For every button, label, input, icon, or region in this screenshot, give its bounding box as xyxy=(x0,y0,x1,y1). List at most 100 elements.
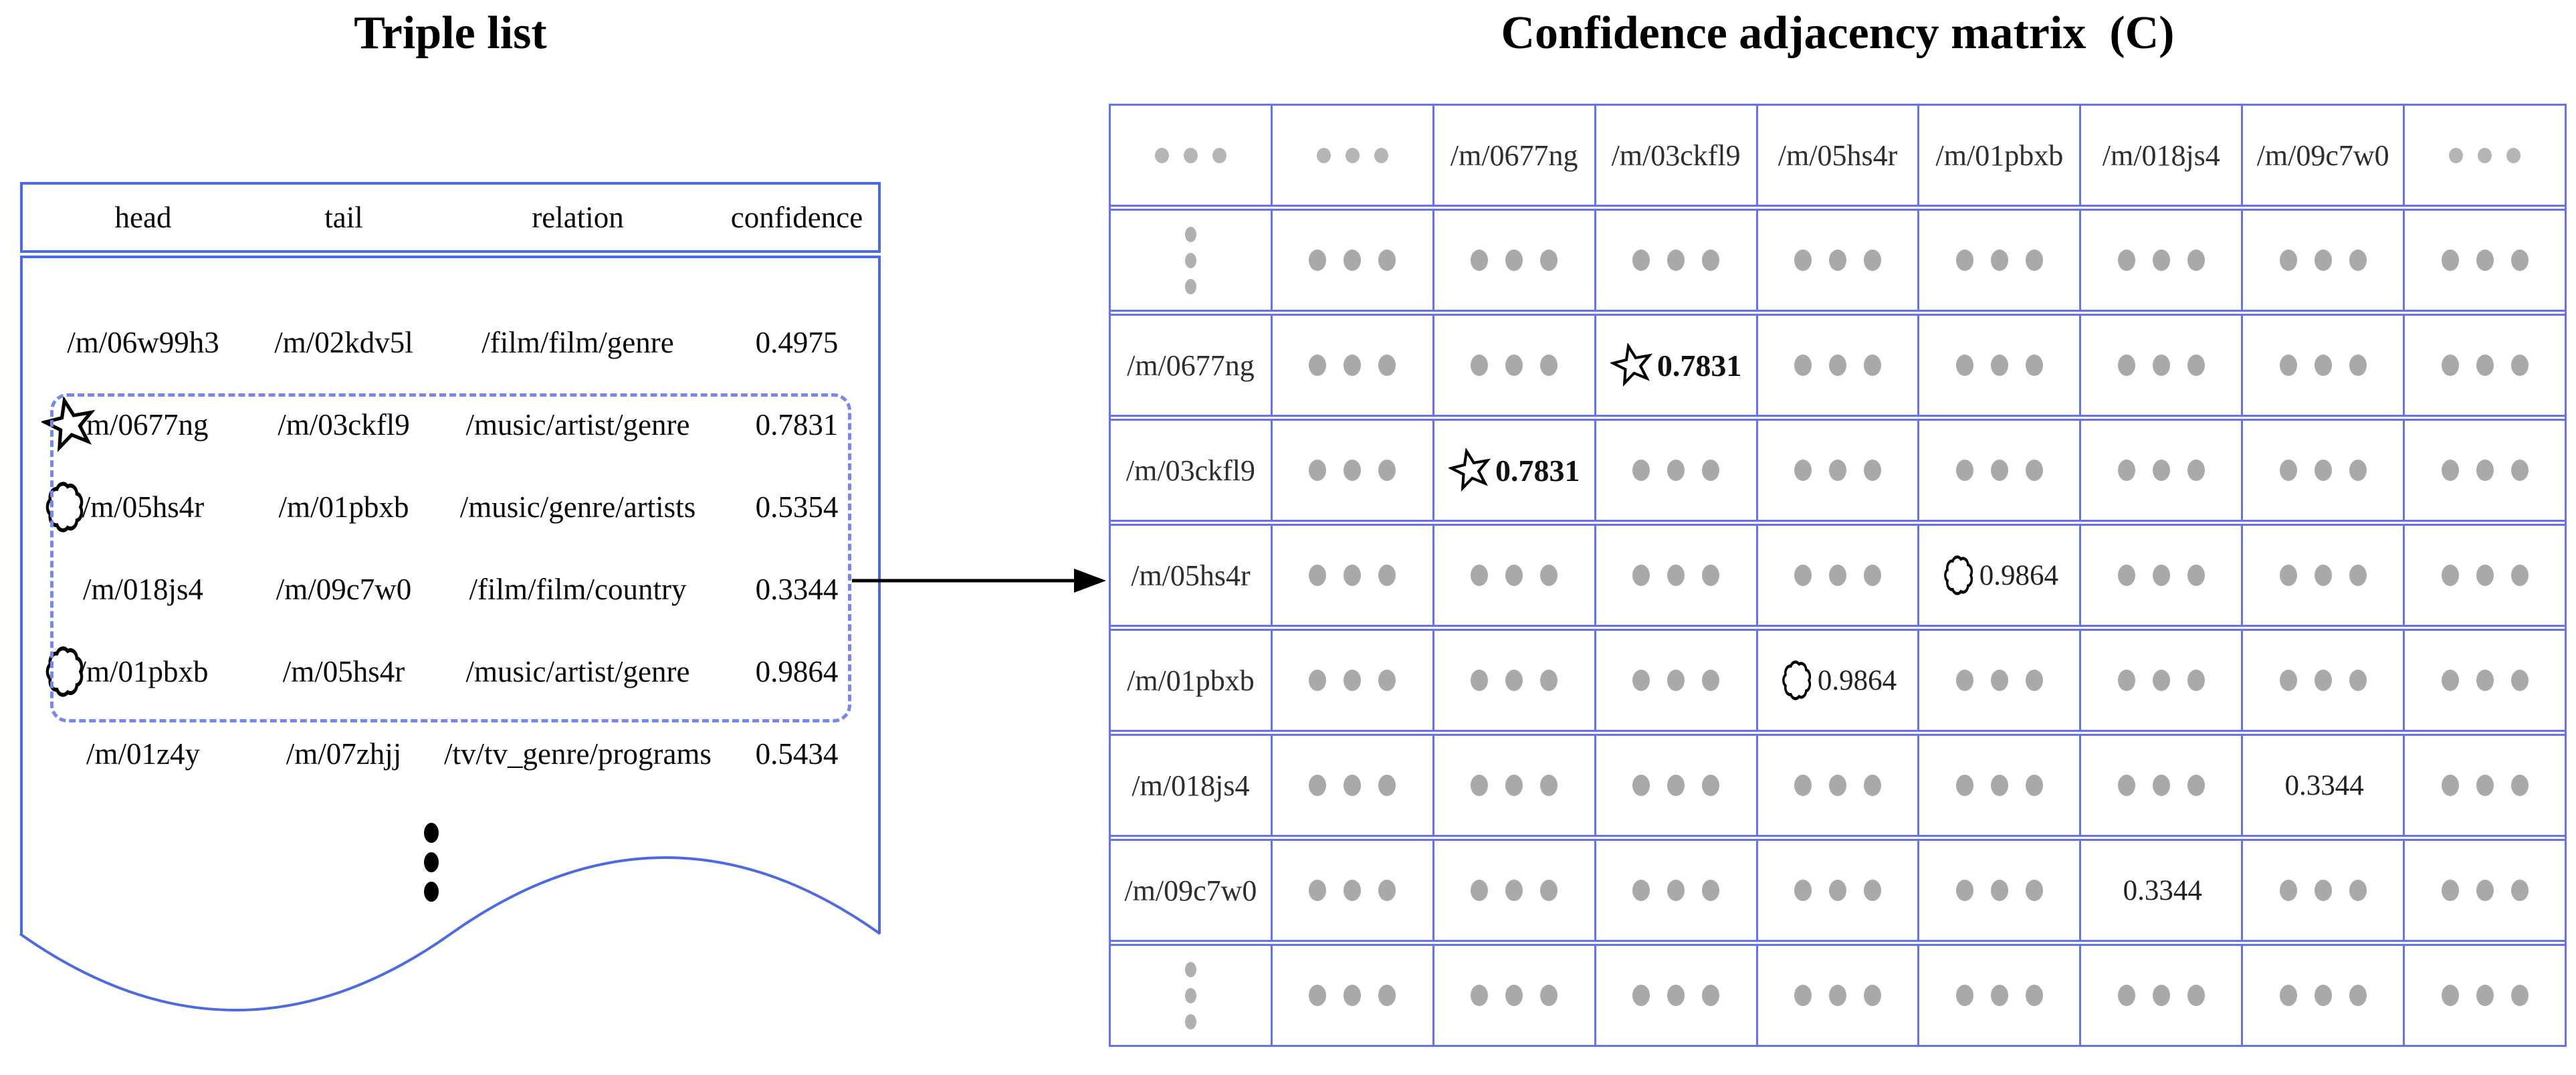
ellipsis-dots-icon xyxy=(2117,670,2205,691)
triple-head: /m/05hs4r xyxy=(82,490,205,524)
confidence-value: 0.9864 xyxy=(1817,664,1897,696)
vertical-ellipsis-icon xyxy=(1184,226,1196,294)
triple-relation: /music/artist/genre xyxy=(465,407,690,442)
ellipsis-dots-icon xyxy=(1955,985,2043,1006)
triple-relation: /music/genre/artists xyxy=(459,490,696,524)
triple-list-header: head tail relation confidence xyxy=(20,182,881,253)
matrix-cell xyxy=(1270,946,1432,1045)
triple-relation: /film/film/country xyxy=(469,572,687,606)
ellipsis-dots-icon xyxy=(1471,775,1558,796)
matrix-cell xyxy=(2403,736,2565,835)
triple-tail: /m/07zhjj xyxy=(286,737,402,771)
matrix-cell xyxy=(1432,736,1594,835)
ellipsis-dots-icon xyxy=(1632,775,1720,796)
matrix-cell xyxy=(1270,631,1432,730)
ellipsis-dots-icon xyxy=(1794,355,1881,376)
matrix-row: /m/05hs4r 0.9864 xyxy=(1111,524,2565,627)
triple-tail: /m/03ckfl9 xyxy=(278,407,410,442)
ellipsis-dots-icon xyxy=(2117,985,2205,1006)
matrix-value-cell: 0.3344 xyxy=(2079,841,2241,940)
matrix-value-cell: 0.9864 xyxy=(1917,526,2079,625)
matrix-cell xyxy=(1755,421,1918,520)
matrix-cell xyxy=(1432,211,1594,310)
triple-relation: /tv/tv_genre/programs xyxy=(444,737,712,771)
matrix-cell xyxy=(1432,631,1594,730)
column-header-relation: relation xyxy=(532,201,624,234)
triple-head: /m/0677ng xyxy=(78,407,209,442)
ellipsis-dots-icon xyxy=(1309,355,1396,376)
triple-confidence: 0.7831 xyxy=(755,407,839,442)
triple-tail: /m/05hs4r xyxy=(282,654,405,688)
matrix-cell xyxy=(2403,946,2565,1045)
matrix-cell xyxy=(2079,526,2241,625)
triple-tail: /m/09c7w0 xyxy=(276,572,412,606)
ellipsis-dots-icon xyxy=(2441,565,2529,586)
matrix-cell xyxy=(1270,421,1432,520)
ellipsis-dots-icon xyxy=(2441,880,2529,901)
matrix-cell xyxy=(1917,631,2079,730)
matrix-row-header: /m/018js4 xyxy=(1132,769,1250,802)
star-icon xyxy=(41,396,98,453)
matrix-cell xyxy=(2079,631,2241,730)
triple-list-title: Triple list xyxy=(354,7,547,59)
matrix-row-header: /m/03ckfl9 xyxy=(1125,454,1255,487)
matrix-cell xyxy=(1270,841,1432,940)
matrix-cell xyxy=(2079,211,2241,310)
matrix-cell xyxy=(2241,316,2403,415)
ellipsis-dots-icon xyxy=(1794,985,1881,1006)
triple-confidence: 0.5354 xyxy=(755,490,839,524)
matrix-cell xyxy=(1917,841,2079,940)
triple-row: /m/0677ng/m/03ckfl9/music/artist/genre 0.… xyxy=(36,383,878,466)
matrix-cell xyxy=(1594,211,1756,310)
ellipsis-dots-icon xyxy=(1955,355,2043,376)
matrix-cell xyxy=(2403,841,2565,940)
matrix-row-header: /m/01pbxb xyxy=(1127,664,1255,697)
matrix-cell xyxy=(1432,946,1594,1045)
ellipsis-dots-icon xyxy=(2449,147,2521,163)
matrix-cell xyxy=(1594,841,1756,940)
ellipsis-dots-icon xyxy=(2279,985,2367,1006)
ellipsis-dots-icon xyxy=(1471,355,1558,376)
cloud-icon xyxy=(1779,656,1815,705)
triple-tail: /m/01pbxb xyxy=(278,490,409,524)
ellipsis-dots-icon xyxy=(1471,880,1558,901)
ellipsis-dots-icon xyxy=(2441,775,2529,796)
triple-head: /m/018js4 xyxy=(82,572,204,606)
matrix-cell xyxy=(1594,421,1756,520)
confidence-value: 0.3344 xyxy=(2123,874,2202,906)
matrix-cell xyxy=(1755,841,1918,940)
matrix-cell xyxy=(2403,211,2565,310)
matrix-cell xyxy=(2079,316,2241,415)
ellipsis-dots-icon xyxy=(1955,670,2043,691)
confidence-value: 0.9864 xyxy=(1979,559,2059,591)
matrix-cell xyxy=(2241,841,2403,940)
matrix-cell xyxy=(2241,211,2403,310)
matrix-col-header: /m/09c7w0 xyxy=(2241,106,2403,205)
ellipsis-dots-icon xyxy=(2279,670,2367,691)
confidence-value: 0.7831 xyxy=(1656,348,1742,383)
matrix-value-cell: 0.9864 xyxy=(1755,631,1918,730)
ellipsis-dots-icon xyxy=(1632,460,1720,481)
triple-confidence: 0.3344 xyxy=(755,572,839,606)
matrix-row: /m/018js4 0.3344 xyxy=(1111,734,2565,837)
matrix-title: Confidence adjacency matrix (C) xyxy=(1501,7,2175,59)
matrix-col-header: /m/0677ng xyxy=(1432,106,1594,205)
matrix-row-header: /m/05hs4r xyxy=(1131,559,1251,592)
matrix-cell xyxy=(1917,316,2079,415)
matrix-cell xyxy=(2403,526,2565,625)
matrix-cell xyxy=(1432,316,1594,415)
ellipsis-dots-icon xyxy=(1309,670,1396,691)
matrix-cell xyxy=(1594,736,1756,835)
ellipsis-dots-icon xyxy=(1471,670,1558,691)
triple-row: /m/05hs4r/m/01pbxb/music/genre/artists 0.… xyxy=(36,466,878,548)
matrix-row-header: /m/09c7w0 xyxy=(1124,874,1257,907)
matrix-cell xyxy=(2241,946,2403,1045)
ellipsis-dots-icon xyxy=(2279,250,2367,271)
matrix-value-cell: 0.3344 xyxy=(2241,736,2403,835)
ellipsis-dots-icon xyxy=(2279,355,2367,376)
matrix-cell xyxy=(1755,946,1918,1045)
triple-confidence: 0.9864 xyxy=(755,654,839,688)
ellipsis-dots-icon xyxy=(2441,355,2529,376)
